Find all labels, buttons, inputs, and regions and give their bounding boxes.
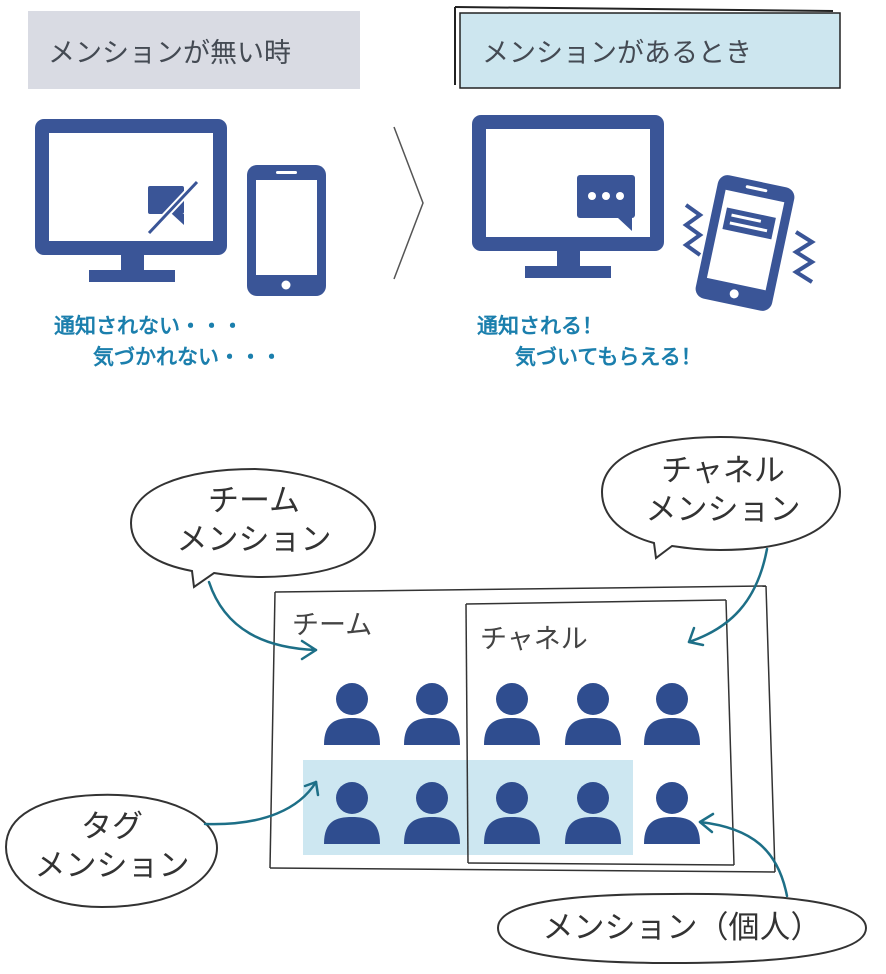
person-icon <box>484 683 540 745</box>
muted-chat-icon <box>146 179 200 236</box>
personal-arrow-icon <box>698 812 789 898</box>
phone-icon <box>247 165 326 296</box>
team-box-title: チーム <box>292 610 373 641</box>
person-icon <box>484 782 540 844</box>
tag-mention-bubble <box>4 793 219 909</box>
person-icon <box>565 683 621 745</box>
chat-icon <box>577 175 635 231</box>
channel-mention-line1: チャネル <box>661 453 785 489</box>
transition-arrow-icon <box>393 126 424 280</box>
after-caption-line1: 通知される！ <box>477 314 603 338</box>
before-caption-line2: 気づかれない・・・ <box>93 345 282 369</box>
after-header-title: メンションがあるとき <box>482 38 752 69</box>
person-icon <box>565 782 621 844</box>
team-box <box>269 585 776 873</box>
tag-mention-line2: メンション <box>34 847 190 884</box>
person-icon <box>324 782 380 844</box>
tag-mention-line1: タグ <box>81 809 143 845</box>
after-caption-line2: 気づいてもらえる！ <box>515 345 702 369</box>
person-icon <box>404 782 460 844</box>
person-icon <box>644 782 700 844</box>
personal-mention-label: メンション（個人） <box>542 910 822 946</box>
monitor-icon <box>472 115 664 278</box>
team-mention-line1: チーム <box>207 483 301 519</box>
team-mention-line2: メンション <box>176 521 332 558</box>
person-icon <box>644 683 700 745</box>
vibrating-phone-icon <box>682 175 816 311</box>
after-header-frame <box>454 6 841 89</box>
team-mention-bubble <box>129 467 377 589</box>
team-mention-label: チーム メンション <box>150 482 358 560</box>
channel-arrow-icon <box>687 547 769 647</box>
channel-box <box>465 599 735 866</box>
channel-mention-line2: メンション <box>645 491 801 528</box>
person-icon <box>404 683 460 745</box>
before-header-title: メンションが無い時 <box>48 38 291 69</box>
channel-box-title: チャネル <box>480 624 588 655</box>
before-caption-line1: 通知されない・・・ <box>54 314 243 338</box>
monitor-icon <box>35 119 227 282</box>
personal-mention-bubble <box>496 892 868 965</box>
team-arrow-icon <box>207 580 318 661</box>
tag-arrow-icon <box>203 780 320 826</box>
channel-mention-bubble <box>600 435 842 560</box>
before-header-bg <box>28 11 360 89</box>
person-icon <box>324 683 380 745</box>
channel-mention-label: チャネル メンション <box>618 452 828 530</box>
tag-mention-label: タグ メンション <box>14 808 210 886</box>
